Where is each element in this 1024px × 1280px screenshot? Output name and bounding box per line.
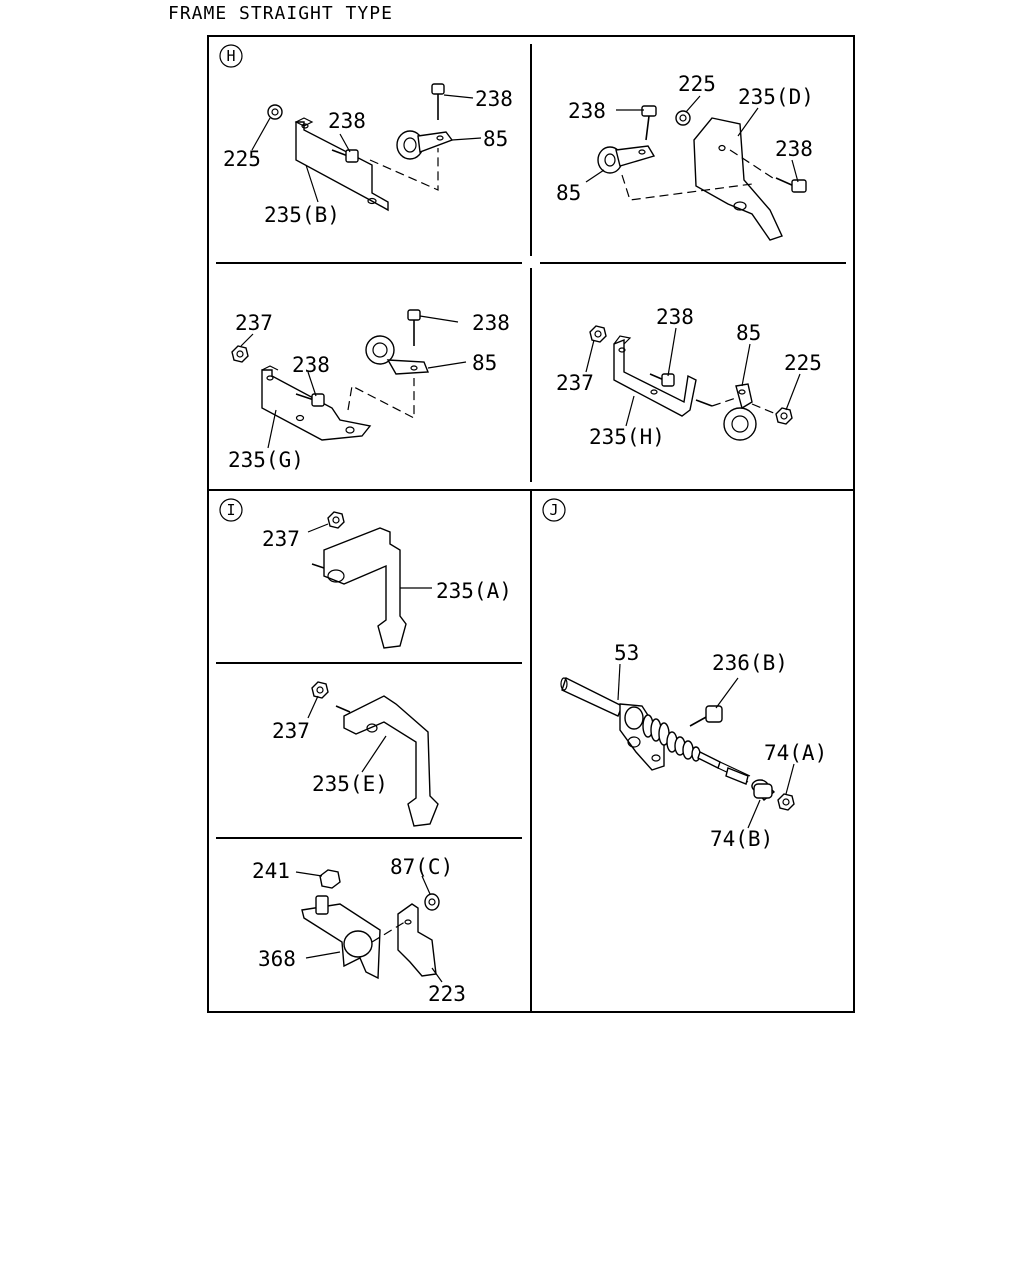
label-241: 241 — [252, 859, 290, 883]
panel-h4: 238 237 85 225 235(H) — [556, 305, 822, 449]
nut-237 — [327, 511, 345, 529]
label-235h: 235(H) — [589, 425, 665, 449]
label-236b: 236(B) — [712, 651, 788, 675]
label-235a: 235(A) — [436, 579, 512, 603]
label-225: 225 — [784, 351, 822, 375]
clip-85-right — [597, 145, 656, 174]
clip-85 — [396, 130, 454, 160]
rod-thread — [725, 767, 749, 785]
label-238-left: 238 — [568, 99, 606, 123]
label-238-mid: 238 — [328, 109, 366, 133]
bracket-235e — [343, 695, 439, 827]
panel-j: 53 236(B) 74(A) 74(B) — [560, 641, 827, 851]
panel-i3: 241 87(C) 368 223 — [252, 855, 466, 1006]
bolt-238 — [649, 373, 675, 387]
panel-h1: 238 238 85 225 235(B) — [223, 83, 513, 227]
label-85: 85 — [556, 181, 581, 205]
label-85: 85 — [472, 351, 497, 375]
bolt-238-mid — [331, 149, 359, 163]
label-225: 225 — [678, 72, 716, 96]
label-223: 223 — [428, 982, 466, 1006]
bracket-235a — [323, 527, 407, 649]
label-237: 237 — [235, 311, 273, 335]
label-235b: 235(B) — [264, 203, 340, 227]
svg-text:I: I — [226, 501, 235, 519]
bolt-238-top — [407, 309, 421, 346]
bolt-238-mid — [295, 393, 325, 407]
label-87c: 87(C) — [390, 855, 453, 879]
nut-237 — [589, 325, 607, 343]
bracket-235h — [613, 338, 697, 417]
svg-text:J: J — [549, 501, 558, 519]
label-237: 237 — [556, 371, 594, 395]
label-85: 85 — [483, 127, 508, 151]
label-238-top: 238 — [475, 87, 513, 111]
label-238-mid: 238 — [292, 353, 330, 377]
label-74b: 74(B) — [710, 827, 773, 851]
nut-237 — [231, 345, 249, 363]
nut-237 — [311, 681, 329, 699]
panel-h2: 238 225 235(D) 238 85 — [556, 72, 814, 241]
bracket-235d — [693, 117, 783, 241]
section-marker-i: I — [219, 498, 243, 522]
label-238: 238 — [656, 305, 694, 329]
panel-h3: 237 238 238 85 235(G) — [228, 309, 510, 472]
label-74a: 74(A) — [764, 741, 827, 765]
page-title: FRAME STRAIGHT TYPE — [168, 3, 393, 24]
section-marker-j: J — [542, 498, 566, 522]
label-238-top: 238 — [472, 311, 510, 335]
clip-223 — [397, 903, 437, 977]
nut-74a — [777, 793, 795, 811]
bolt-238-right — [775, 177, 807, 193]
nut-225 — [267, 104, 283, 120]
plate-368 — [301, 903, 381, 980]
bolt-236b — [689, 705, 723, 727]
panel-i2: 237 235(E) — [272, 681, 439, 827]
nut-87c — [424, 893, 440, 911]
clip-85 — [365, 335, 430, 375]
panel-i1: 237 235(A) — [262, 511, 512, 649]
section-marker-h: H — [219, 44, 243, 68]
clip-85 — [723, 383, 757, 441]
label-225: 225 — [223, 147, 261, 171]
label-85: 85 — [736, 321, 761, 345]
washer-225 — [675, 110, 691, 126]
nut-225 — [775, 407, 793, 425]
bracket-235b — [295, 121, 389, 212]
label-53: 53 — [614, 641, 639, 665]
label-237: 237 — [272, 719, 310, 743]
cable-53 — [561, 677, 623, 717]
spacer-74b — [750, 779, 776, 801]
bolt-238-left — [641, 105, 657, 141]
label-237: 237 — [262, 527, 300, 551]
bolt-238-top — [431, 83, 445, 120]
label-235d: 235(D) — [738, 85, 814, 109]
label-368: 368 — [258, 947, 296, 971]
svg-text:H: H — [226, 47, 235, 65]
label-238-right: 238 — [775, 137, 813, 161]
label-235e: 235(E) — [312, 772, 388, 796]
nut-241 — [315, 869, 341, 915]
label-235g: 235(G) — [228, 448, 304, 472]
